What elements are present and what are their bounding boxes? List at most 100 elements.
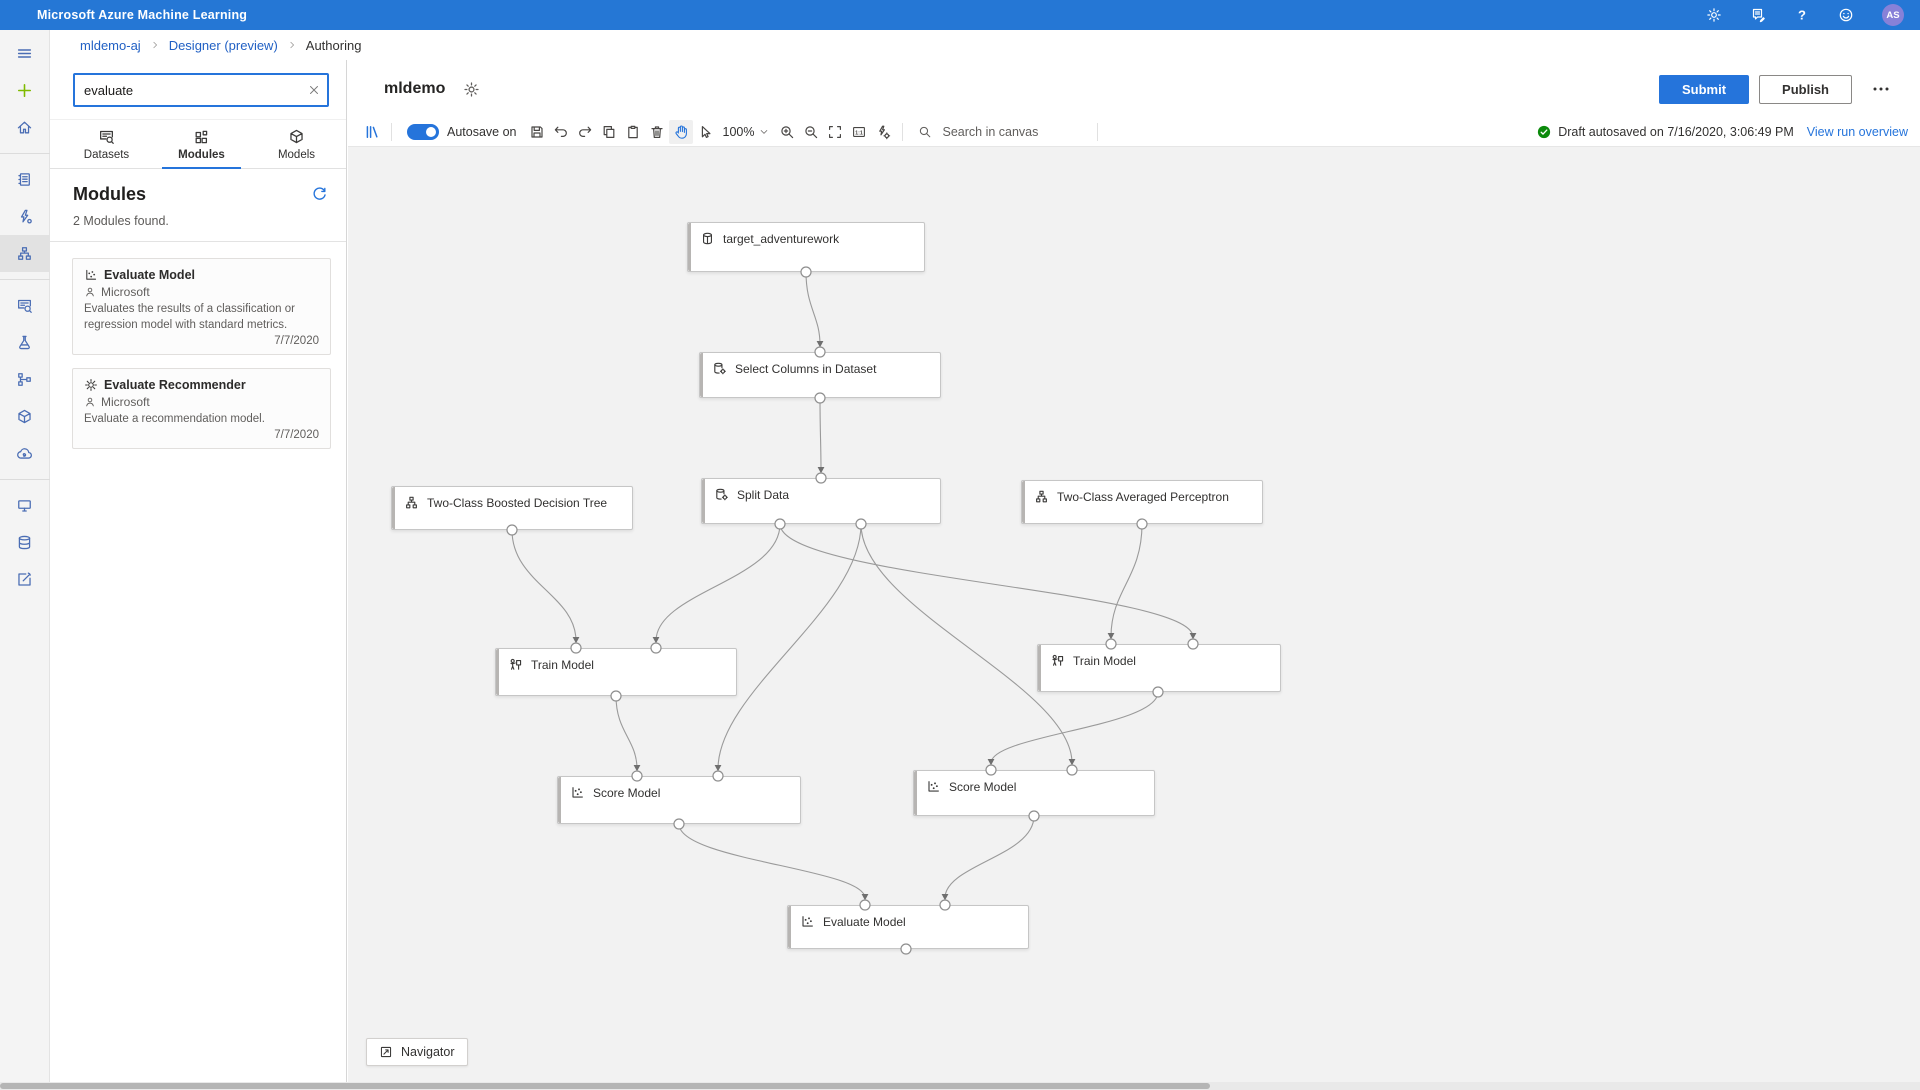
horizontal-scrollbar-thumb[interactable] xyxy=(0,1083,1210,1089)
score-icon xyxy=(570,785,585,800)
scatter-icon xyxy=(84,268,98,282)
canvas-node-perceptron[interactable]: Two-Class Averaged Perceptron xyxy=(1021,480,1263,524)
svg-text:1:1: 1:1 xyxy=(856,130,864,136)
canvas-node-evaluate[interactable]: Evaluate Model xyxy=(787,905,1029,949)
edge-arrowhead xyxy=(652,637,660,644)
fit-to-screen-icon[interactable] xyxy=(823,120,847,144)
node-label: Score Model xyxy=(593,786,661,800)
paste-icon[interactable] xyxy=(621,120,645,144)
submit-button[interactable]: Submit xyxy=(1658,74,1750,104)
module-card-date: 7/7/2020 xyxy=(274,429,319,442)
zoom-level-dropdown[interactable]: 100% xyxy=(723,125,770,139)
view-run-overview-link[interactable]: View run overview xyxy=(1806,125,1908,139)
edge-arrowhead xyxy=(572,637,580,644)
sidebar-item-pipelines[interactable] xyxy=(0,361,50,398)
canvas-node-select[interactable]: Select Columns in Dataset xyxy=(699,352,941,398)
sidebar-item-datastores[interactable] xyxy=(0,524,50,561)
avatar[interactable]: AS xyxy=(1882,4,1904,26)
canvas-node-trainR[interactable]: Train Model xyxy=(1037,644,1281,692)
canvas-node-scoreL[interactable]: Score Model xyxy=(557,776,801,824)
edge-arrowhead xyxy=(1189,633,1197,640)
sidebar-item-designer[interactable] xyxy=(0,235,50,272)
canvas-search-input[interactable] xyxy=(940,124,1091,140)
edge-scoreL.out-to-evaluate.in1 xyxy=(678,823,866,899)
sidebar-item-datasets[interactable] xyxy=(0,287,50,324)
sidebar-item-experiments[interactable] xyxy=(0,324,50,361)
endpoints-icon xyxy=(16,445,33,462)
sidebar-item-notebook[interactable] xyxy=(0,161,50,198)
plus-icon xyxy=(16,82,33,99)
palette-search-input[interactable] xyxy=(73,73,329,107)
module-card-date: 7/7/2020 xyxy=(274,335,319,348)
edge-arrowhead xyxy=(987,759,995,766)
canvas-node-tree[interactable]: Two-Class Boosted Decision Tree xyxy=(391,486,633,530)
node-label: target_adventurework xyxy=(723,232,840,246)
module-card-description: Evaluates the results of a classificatio… xyxy=(84,303,295,332)
chevron-right-icon xyxy=(150,40,160,50)
sidebar-item-compute[interactable] xyxy=(0,487,50,524)
search-clear-icon[interactable] xyxy=(307,83,321,97)
smiley-icon[interactable] xyxy=(1838,7,1854,23)
pipeline-settings-icon[interactable] xyxy=(463,81,480,98)
delete-icon[interactable] xyxy=(645,120,669,144)
feedback-icon[interactable] xyxy=(1750,7,1766,23)
pan-tool-icon[interactable] xyxy=(668,120,693,144)
node-label: Evaluate Model xyxy=(823,915,906,929)
sidebar-item-labeling[interactable] xyxy=(0,561,50,598)
compute-icon xyxy=(16,497,33,514)
select-tool-icon[interactable] xyxy=(693,120,717,144)
home-icon xyxy=(16,119,33,136)
sidebar-item-plus[interactable] xyxy=(0,72,50,109)
copy-icon[interactable] xyxy=(597,120,621,144)
autosave-toggle[interactable] xyxy=(407,124,439,140)
sidebar-item-home[interactable] xyxy=(0,109,50,146)
publish-button[interactable]: Publish xyxy=(1759,74,1852,104)
designer-icon xyxy=(16,245,33,262)
grid-icon xyxy=(193,128,210,145)
zoom-out-icon[interactable] xyxy=(799,120,823,144)
undo-icon[interactable] xyxy=(549,120,573,144)
palette-heading: Modules xyxy=(73,184,147,204)
edge-trainR.out-to-scoreR.in1 xyxy=(990,691,1159,764)
tab-modules[interactable]: Modules xyxy=(154,120,249,169)
models-icon xyxy=(288,128,305,145)
node-label: Split Data xyxy=(737,488,790,502)
module-card-title: Evaluate Model xyxy=(104,268,195,282)
actual-size-icon[interactable]: 1:1 xyxy=(847,120,871,144)
sidebar-item-menu[interactable] xyxy=(0,35,50,72)
canvas-node-scoreR[interactable]: Score Model xyxy=(913,770,1155,816)
tab-label: Modules xyxy=(178,148,225,161)
redo-icon[interactable] xyxy=(573,120,597,144)
sidebar-item-models[interactable] xyxy=(0,398,50,435)
node-label: Score Model xyxy=(949,780,1017,794)
toggle-palette-icon[interactable] xyxy=(360,120,384,144)
tab-models[interactable]: Models xyxy=(249,120,344,168)
canvas-node-target[interactable]: target_adventurework xyxy=(687,222,925,272)
tab-datasets[interactable]: Datasets xyxy=(59,120,154,168)
sidebar-item-automl[interactable] xyxy=(0,198,50,235)
algorithm-icon xyxy=(404,495,419,510)
canvas-node-trainL[interactable]: Train Model xyxy=(495,648,737,696)
settings-icon[interactable] xyxy=(1706,7,1722,23)
edge-arrowhead xyxy=(861,894,869,901)
zoom-in-icon[interactable] xyxy=(775,120,799,144)
navigator-button[interactable]: Navigator xyxy=(366,1038,468,1066)
canvas-node-split[interactable]: Split Data xyxy=(701,478,941,524)
node-label: Select Columns in Dataset xyxy=(735,362,877,376)
svg-text:?: ? xyxy=(1798,8,1806,23)
chevron-down-icon xyxy=(759,127,769,137)
refresh-icon[interactable] xyxy=(311,186,328,203)
sidebar-item-endpoints[interactable] xyxy=(0,435,50,472)
breadcrumb-item[interactable]: mldemo-aj xyxy=(80,37,141,53)
auto-layout-icon[interactable] xyxy=(871,120,895,144)
more-options-icon[interactable] xyxy=(1868,79,1894,99)
breadcrumb-item[interactable]: Designer (preview) xyxy=(168,37,278,53)
save-icon[interactable] xyxy=(525,120,549,144)
help-icon[interactable]: ? xyxy=(1794,7,1810,23)
edge-layer xyxy=(506,266,1199,955)
